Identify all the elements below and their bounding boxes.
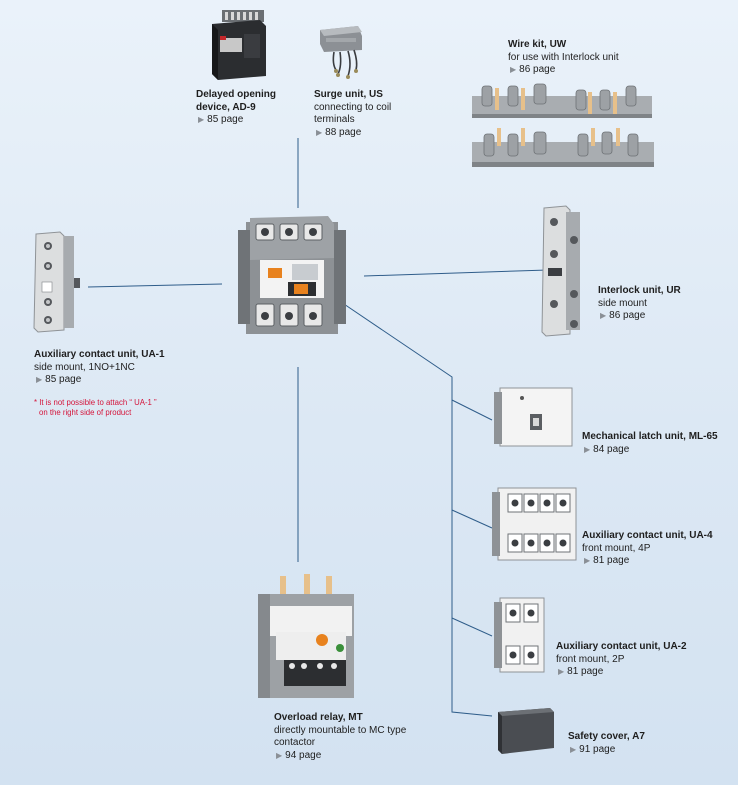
page-link-uw[interactable]: ▶86 page <box>510 64 556 75</box>
label-ml65: Mechanical latch unit, ML-65 ▶84 page <box>582 431 718 455</box>
label-uw: Wire kit, UW for use with Interlock unit… <box>508 39 619 75</box>
delay-unit-icon <box>212 10 266 80</box>
page-arrow-icon: ▶ <box>584 556 591 565</box>
page-link-ad9[interactable]: ▶85 page <box>198 114 244 125</box>
connector-ua2 <box>451 617 493 637</box>
page-arrow-icon: ▶ <box>36 375 43 384</box>
page-arrow-icon: ▶ <box>558 667 565 676</box>
page-link-ml65[interactable]: ▶84 page <box>584 443 630 455</box>
label-a7: Safety cover, A7 ▶91 page <box>568 731 645 755</box>
label-ua1: Auxiliary contact unit, UA-1 side mount,… <box>34 349 165 385</box>
label-us: Surge unit, US connecting to coil termin… <box>314 89 392 138</box>
label-ad9: Delayed opening device, AD-9 ▶85 page <box>196 89 277 125</box>
page-link-ua1[interactable]: ▶85 page <box>36 374 82 385</box>
page-arrow-icon: ▶ <box>584 444 591 454</box>
page-link-mt[interactable]: ▶94 page <box>276 749 322 761</box>
connector-front-trunk <box>337 299 493 717</box>
connector-ml65 <box>451 399 493 421</box>
overload-relay-icon <box>258 574 354 698</box>
page-arrow-icon: ▶ <box>600 311 607 320</box>
contactor-icon <box>238 216 346 334</box>
connector-ua1 <box>87 283 223 288</box>
page-link-us[interactable]: ▶88 page <box>316 126 362 138</box>
wire-kit-icon <box>472 83 654 167</box>
page-link-ua2[interactable]: ▶81 page <box>558 666 604 677</box>
front-aux-4p-icon <box>492 487 577 561</box>
page-arrow-icon: ▶ <box>570 744 577 754</box>
page-link-a7[interactable]: ▶91 page <box>570 743 616 755</box>
ua1-warning-note: * It is not possible to attach “ UA-1 ” … <box>34 398 157 417</box>
page-arrow-icon: ▶ <box>510 65 517 74</box>
page-link-ua4[interactable]: ▶81 page <box>584 555 630 566</box>
side-aux-contact-icon <box>33 231 80 333</box>
safety-cover-icon <box>498 708 554 754</box>
page-arrow-icon: ▶ <box>198 115 205 124</box>
label-ua2: Auxiliary contact unit, UA-2 front mount… <box>556 641 687 677</box>
front-aux-2p-icon <box>494 597 545 673</box>
label-ua4: Auxiliary contact unit, UA-4 front mount… <box>582 530 713 566</box>
page-arrow-icon: ▶ <box>316 127 323 137</box>
connector-ur <box>363 269 549 277</box>
label-mt: Overload relay, MT directly mountable to… <box>274 712 407 761</box>
surge-unit-icon <box>320 26 362 79</box>
page-link-ur[interactable]: ▶86 page <box>600 310 646 321</box>
interlock-unit-icon <box>541 205 580 337</box>
page-arrow-icon: ▶ <box>276 750 283 760</box>
latch-unit-icon <box>494 387 573 447</box>
label-ur: Interlock unit, UR side mount ▶86 page <box>598 285 681 321</box>
connector-ua4 <box>451 509 493 529</box>
